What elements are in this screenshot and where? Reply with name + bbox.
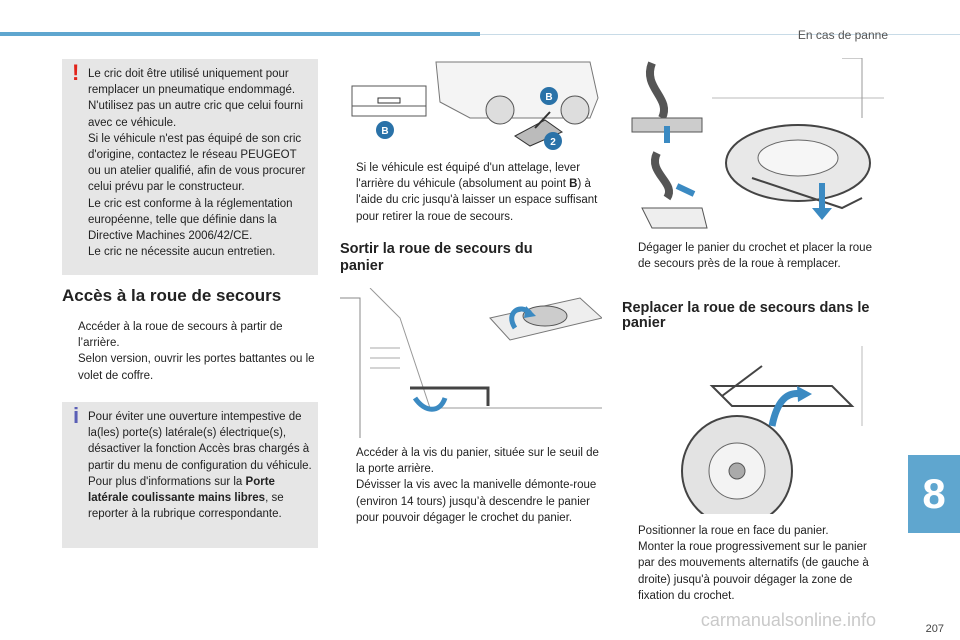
step-text: Dégager le panier du crochet et placer l… <box>638 242 872 271</box>
warning-line: Le cric est conforme à la réglementation <box>88 197 293 210</box>
warning-line: Directive Machines 2006/42/CE. <box>88 230 253 243</box>
step-text: Si le véhicule est équipé d'un attelage,… <box>356 162 581 191</box>
warning-line: Si le véhicule n'est pas équipé de son c… <box>88 132 302 145</box>
replace-steps: Positionner la roue en face du panier. M… <box>622 523 884 604</box>
chapter-tab: 8 <box>908 455 960 533</box>
step-text: Dévisser la vis avec la manivelle démont… <box>356 479 597 524</box>
hitch-steps: Si le véhicule est équipé d'un attelage,… <box>340 160 602 225</box>
header-rule <box>480 34 960 35</box>
label-2: 2 <box>550 137 556 148</box>
info-paragraph: Pour plus d'informations sur la Porte la… <box>88 474 312 523</box>
list-item: Selon version, ouvrir les portes battant… <box>62 351 320 383</box>
info-text-bold: Porte latérale coulissante mains libres <box>88 475 275 505</box>
access-title: Accès à la roue de secours <box>62 286 282 305</box>
warning-line: celui prévu par le constructeur. <box>88 181 245 194</box>
warning-icon: ! <box>72 60 80 85</box>
list-item: Positionner la roue en face du panier. <box>622 523 884 539</box>
info-paragraph: Pour éviter une ouverture intempestive d… <box>88 411 312 472</box>
wheel-illustration <box>712 58 884 234</box>
point-label: B <box>569 178 578 191</box>
list-item: Dégager le panier du crochet et placer l… <box>622 240 884 272</box>
step-text: ) à l'aide du cric jusqu'à laisser un es… <box>356 178 598 223</box>
info-icon: i <box>73 403 80 428</box>
info-text: Pour éviter une ouverture intempestive d… <box>88 409 312 522</box>
jack-illustration: B B 2 <box>351 61 599 150</box>
step-text: Selon version, ouvrir les portes battant… <box>78 353 315 382</box>
label-b: B <box>545 92 552 103</box>
remove-title: Sortir la roue de secours du panier <box>340 241 533 274</box>
basket-figure <box>340 288 602 438</box>
replace-title: Replacer la roue de secours dans le pani… <box>622 300 870 331</box>
hook-illustration <box>622 58 710 234</box>
step-text: Accéder à la vis du panier, située sur l… <box>356 447 599 476</box>
step-text: Accéder à la roue de secours à partir de… <box>78 321 283 350</box>
section-title: En cas de panne <box>797 28 888 42</box>
replace-figure <box>622 346 884 514</box>
warning-line: ou un atelier qualifié, afin de vous pro… <box>88 165 306 178</box>
hook-figure <box>622 58 710 234</box>
list-item: Monter la roue progressivement sur le pa… <box>622 539 884 604</box>
label-b: B <box>381 126 388 137</box>
info-text-part: , se reporter à la rubrique correspondan… <box>88 492 284 521</box>
warning-line: d'origine, contactez le réseau PEUGEOT <box>88 149 297 162</box>
warning-line: européenne, telle que définie dans la <box>88 213 277 226</box>
wheel-figure <box>712 58 884 234</box>
page-number: 207 <box>925 623 944 635</box>
watermark: carmanualsonline.info <box>700 610 876 630</box>
remove-steps: Accéder à la vis du panier, située sur l… <box>340 445 602 526</box>
list-item: Accéder à la vis du panier, située sur l… <box>340 445 602 477</box>
warning-line: avec ce véhicule. <box>88 116 177 129</box>
warning-line: N'utilisez pas un autre cric que celui f… <box>88 100 304 113</box>
header-bar <box>0 32 480 36</box>
step-text: Positionner la roue en face du panier. <box>638 525 829 537</box>
replace-illustration <box>622 346 884 514</box>
warning-line: Le cric doit être utilisé uniquement pou… <box>88 68 289 80</box>
basket-illustration <box>340 288 602 438</box>
info-text-part: Pour plus d'informations sur la <box>88 475 246 488</box>
list-item: Si le véhicule est équipé d'un attelage,… <box>340 160 602 225</box>
list-item: Accéder à la roue de secours à partir de… <box>62 319 320 351</box>
warning-text: Le cric doit être utilisé uniquement pou… <box>88 66 312 260</box>
access-steps: Accéder à la roue de secours à partir de… <box>62 319 320 384</box>
info-box: i Pour éviter une ouverture intempestive… <box>62 402 318 548</box>
warning-line: Le cric ne nécessite aucun entretien. <box>88 246 276 259</box>
warning-line: remplacer un pneumatique endommagé. <box>88 84 296 97</box>
jack-figure: B B 2 <box>340 58 602 154</box>
list-item: Dévisser la vis avec la manivelle démont… <box>340 477 602 526</box>
unhook-steps: Dégager le panier du crochet et placer l… <box>622 240 884 272</box>
warning-box: ! Le cric doit être utilisé uniquement p… <box>62 59 318 275</box>
step-text: Monter la roue progressivement sur le pa… <box>638 541 869 602</box>
